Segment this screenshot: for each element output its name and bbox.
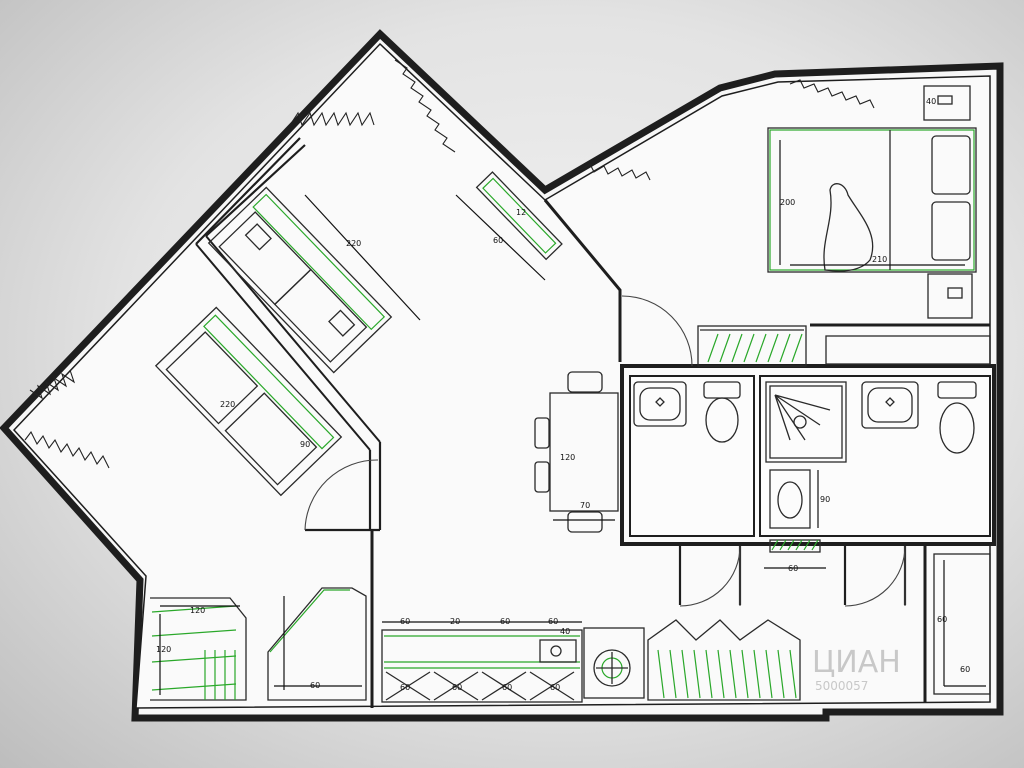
bath-cabinet: [764, 539, 826, 569]
tv-unit-label: 60: [493, 236, 503, 245]
wardrobe-right: [933, 553, 991, 695]
nightstand-bottom: [927, 273, 973, 319]
nightstand-label: 40: [926, 97, 936, 106]
tv-unit-label-b: 12: [516, 208, 526, 217]
kitchen: [381, 619, 801, 703]
bath-corridor-label: 60: [788, 564, 798, 573]
entry-shelf-h-label: 120: [156, 645, 171, 654]
kitchen-seg-3: 60: [500, 617, 510, 626]
entry-shelf-label: 120: [190, 606, 205, 615]
sofa-left-label: 220: [220, 400, 235, 409]
entry-closet-label: 60: [310, 681, 320, 690]
wardrobe-len-label: 60: [960, 665, 970, 674]
bed: [767, 127, 977, 273]
kitchen-base-2: 60: [452, 683, 462, 692]
sofa-left-depth: 90: [300, 440, 310, 449]
tv-unit-dim: [455, 194, 546, 281]
doors: [304, 295, 906, 607]
dining-table-len: 120: [560, 453, 575, 462]
entry-shelf: [150, 597, 247, 701]
watermark-code: 5000057: [815, 679, 868, 693]
sofa-top: [207, 186, 393, 374]
bathroom-2: [765, 381, 977, 529]
tv-unit: [475, 171, 563, 261]
watermark-brand: ЦИАН: [812, 645, 901, 680]
wardrobe-label: 60: [937, 615, 947, 624]
dining-table: [534, 371, 619, 533]
kitchen-upper: 40: [560, 627, 570, 636]
bath-shower-label: 90: [820, 495, 830, 504]
kitchen-base-1: 60: [400, 683, 410, 692]
kitchen-base-4: 60: [550, 683, 560, 692]
sofa-top-dim: 220: [304, 194, 421, 321]
sofa-left: [154, 306, 343, 497]
kitchen-seg-4: 60: [548, 617, 558, 626]
dining-table-w: 70: [580, 501, 590, 510]
bed-width-label: 210: [872, 255, 887, 264]
window-markers: [24, 59, 875, 469]
kitchen-seg-1: 60: [400, 617, 410, 626]
bathroom-1: [633, 381, 741, 443]
nightstand-top: [923, 85, 971, 121]
entry-closet: [267, 587, 367, 701]
wardrobe-bedroom: [697, 325, 807, 367]
kitchen-seg-2: 20: [450, 617, 460, 626]
sofa-top-label: 220: [346, 239, 361, 248]
bed-length-label: 200: [780, 198, 795, 207]
kitchen-base-3: 60: [502, 683, 512, 692]
